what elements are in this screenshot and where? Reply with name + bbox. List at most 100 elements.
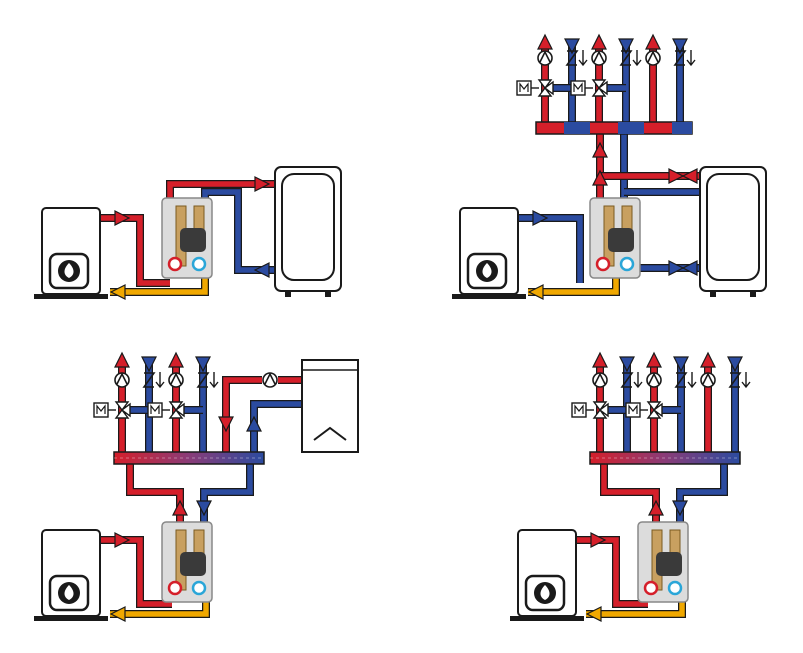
flow-arrow-icon — [114, 210, 131, 226]
buffer-tank — [274, 166, 342, 297]
check-valve-icon — [673, 50, 696, 67]
boiler — [34, 207, 108, 299]
flow-arrow-icon — [195, 356, 211, 373]
mixing-valve-icon — [93, 401, 131, 419]
pump-icon — [592, 372, 608, 388]
pump-icon — [645, 50, 661, 66]
circulator-pump — [180, 552, 206, 576]
flow-arrow-icon — [564, 38, 580, 55]
flow-arrow-icon — [109, 606, 126, 622]
boiler-return-pipe — [110, 275, 208, 295]
flow-arrow-icon — [619, 356, 635, 373]
pump-icon — [114, 372, 130, 388]
pump-icon — [700, 372, 716, 388]
check-valve-icon — [728, 372, 751, 389]
thermometer-red-icon — [643, 580, 659, 596]
flow-arrow-icon — [218, 416, 234, 433]
pump-icon — [537, 50, 553, 66]
flow-arrow-icon — [591, 33, 607, 50]
thermometer-red-icon — [167, 580, 183, 596]
flow-arrow-icon — [585, 606, 602, 622]
dhw-return-pipe — [251, 401, 302, 452]
flame-icon — [466, 252, 508, 290]
check-valve-icon — [619, 50, 642, 67]
flow-arrow-icon — [672, 38, 688, 55]
flow-arrow-icon — [645, 33, 661, 50]
flow-arrow-icon — [254, 176, 271, 192]
flow-arrow-icon — [592, 351, 608, 368]
boiler-return-pipe — [528, 278, 619, 295]
flow-arrow-icon — [114, 351, 130, 368]
supply-pipe-outline — [576, 536, 648, 608]
circulator-pump — [656, 552, 682, 576]
flow-arrow-icon — [673, 356, 689, 373]
boiler-feed-pipe-outline — [518, 214, 584, 283]
supply-pipe-outline — [100, 214, 170, 287]
flow-arrow-icon — [727, 356, 743, 373]
flow-arrow-icon — [114, 532, 131, 548]
pump-icon — [591, 50, 607, 66]
supply-pipe — [167, 181, 275, 200]
supply-pipe — [100, 215, 170, 286]
thermometer-blue-icon — [667, 580, 683, 596]
supply-pipe-outline — [100, 536, 172, 608]
motor-actuator-icon — [570, 80, 586, 96]
manifold-return-pipe-outline — [200, 464, 254, 526]
thermometer-blue-icon — [191, 580, 207, 596]
flow-arrow-icon — [646, 351, 662, 368]
thermometer-red-icon — [167, 256, 183, 272]
manifold-header — [535, 121, 693, 135]
flow-arrow-icon — [168, 351, 184, 368]
pump-station — [161, 197, 213, 279]
manifold — [589, 451, 741, 465]
boiler-base — [34, 616, 108, 621]
mixing-valve-icon — [571, 401, 609, 419]
thermometer-red-icon — [595, 256, 611, 272]
flame-icon — [524, 574, 566, 612]
circulator-pump — [180, 228, 206, 252]
flow-arrow-icon — [109, 284, 126, 300]
check-valve-icon — [142, 372, 165, 389]
flow-arrow-icon — [537, 33, 553, 50]
flow-arrow-icon — [253, 262, 270, 278]
boiler-base — [452, 294, 526, 299]
boiler — [34, 529, 108, 621]
boiler-feed-pipe — [518, 215, 583, 283]
flow-arrow-icon — [196, 500, 212, 517]
manifold-supply-pipe-outline — [126, 464, 184, 526]
flow-arrow-icon — [681, 168, 698, 184]
manifold-return-pipe-outline — [676, 464, 728, 526]
flow-arrow-icon — [672, 500, 688, 517]
pump-station — [637, 521, 689, 603]
buffer-tank — [699, 166, 767, 297]
pump-station — [589, 197, 641, 279]
check-valve-icon — [674, 372, 697, 389]
flame-icon — [48, 574, 90, 612]
check-valve-icon — [620, 372, 643, 389]
boiler-base — [34, 294, 108, 299]
flow-arrow-icon — [141, 356, 157, 373]
mixing-valve-icon — [147, 401, 185, 419]
flame-icon — [48, 252, 90, 290]
flow-arrow-icon — [668, 168, 685, 184]
flow-arrow-icon — [668, 260, 685, 276]
motor-actuator-icon — [93, 402, 109, 418]
water-heater — [301, 359, 359, 453]
boiler — [452, 207, 526, 299]
flow-arrow-icon — [246, 415, 262, 432]
motor-actuator-icon — [147, 402, 163, 418]
flow-arrow-icon — [592, 141, 608, 158]
manifold — [113, 451, 265, 465]
mixing-valve-icon — [570, 79, 608, 97]
boiler — [510, 529, 584, 621]
pump-icon — [262, 372, 278, 388]
motor-actuator-icon — [516, 80, 532, 96]
return-pipe — [202, 189, 275, 273]
dhw-return-pipe-outline — [250, 400, 302, 452]
pump-icon — [646, 372, 662, 388]
flow-arrow-icon — [700, 351, 716, 368]
flow-arrow-icon — [618, 38, 634, 55]
check-valve-icon — [196, 372, 219, 389]
thermometer-blue-icon — [191, 256, 207, 272]
